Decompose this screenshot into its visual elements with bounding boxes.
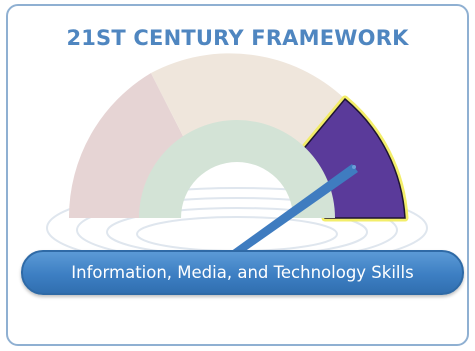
- selection-pointer: [230, 164, 358, 252]
- ripple-ring: [136, 216, 338, 252]
- inner-arc[interactable]: [139, 120, 335, 218]
- selected-skill-label-text: Information, Media, and Technology Skill…: [71, 263, 414, 282]
- framework-panel: 21ST CENTURY FRAMEWORK Information, Medi…: [6, 4, 469, 346]
- pointer-tip: [352, 165, 356, 169]
- page-title: 21ST CENTURY FRAMEWORK: [66, 26, 409, 50]
- outer-arc-left-segment[interactable]: [68, 73, 188, 218]
- selected-skill-label[interactable]: Information, Media, and Technology Skill…: [21, 250, 464, 295]
